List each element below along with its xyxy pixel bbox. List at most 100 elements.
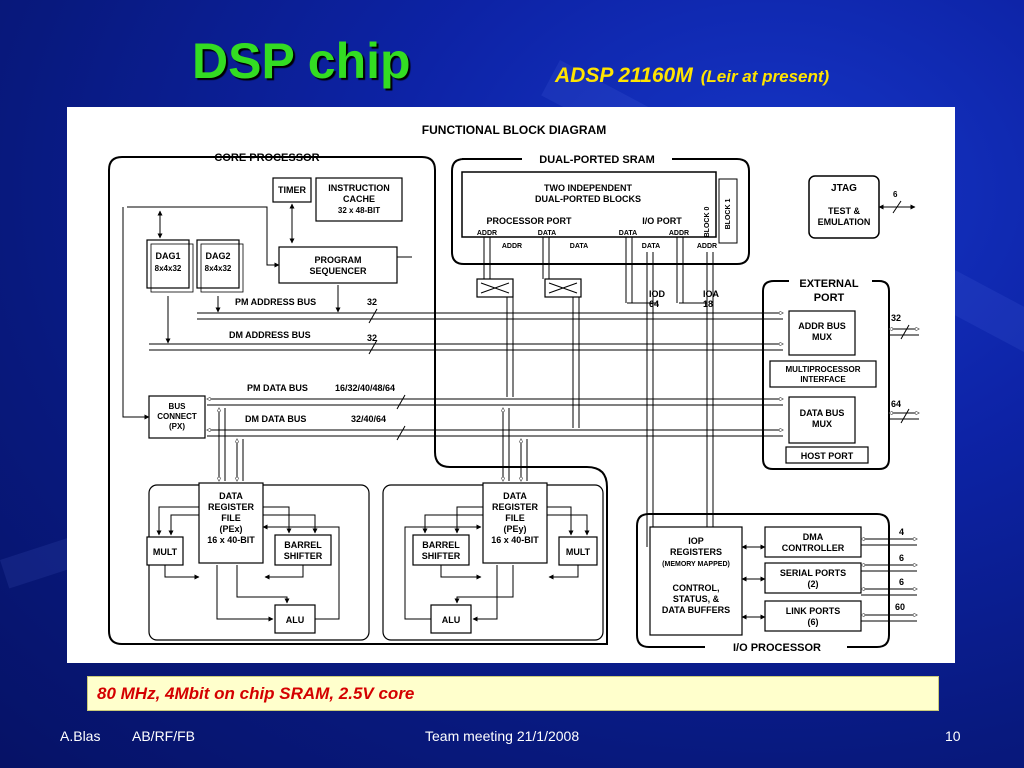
addr-bus-mux-line-2: MUX [812,332,832,342]
pey-alu-label: ALU [442,615,461,625]
instruction-cache-line-1: INSTRUCTION [328,183,390,193]
dm-data-width: 32/40/64 [351,414,386,424]
bus-connect-line-2: CONNECT [157,412,197,421]
sram-outer-port-2: DATA [570,243,588,250]
iop-line-7: DATA BUFFERS [662,605,730,615]
dag1-block [146,239,190,289]
serial-line-1: SERIAL PORTS [780,568,846,578]
host-port [785,446,869,464]
iod-label: IOD [649,289,666,299]
instruction-cache-line-3: 32 x 48-BIT [338,206,380,215]
pex-barrel-shifter [274,534,332,566]
sram-label: DUAL-PORTED SRAM [539,154,655,166]
io-port-label: I/O PORT [642,216,682,226]
pex-register-file [198,482,264,564]
multiprocessor-interface [769,360,877,388]
pey-barrel-line-2: SHIFTER [422,551,461,561]
timer-block [272,177,312,203]
dag1-label: DAG1 [155,251,180,261]
timer-label: TIMER [278,185,306,195]
footer-author: A.Blas [60,728,101,744]
block-0-label: BLOCK 0 [704,207,711,238]
iod-width: 64 [649,299,659,309]
footer-group: AB/RF/FB [132,728,196,744]
core-processor-label: CORE PROCESSOR [214,152,319,164]
link-line-1: LINK PORTS [786,606,841,616]
host-port-label: HOST PORT [801,451,854,461]
bus-connect-line-1: BUS [169,402,187,411]
pm-data-width: 16/32/40/48/64 [335,383,395,393]
instruction-cache-block [315,177,403,222]
dm-data-bus-label: DM DATA BUS [245,414,306,424]
pm-address-width: 32 [367,297,377,307]
page-number: 10 [945,728,961,744]
dma-controller [764,526,862,558]
sram-region [451,158,750,265]
link-line-2: (6) [808,617,819,627]
pey-drf-line-5: 16 x 40-BIT [491,535,539,545]
footer-event: Team meeting 21/1/2008 [425,728,580,744]
data-bus-mux-line-2: MUX [812,419,832,429]
dag1-size: 8x4x32 [155,264,182,273]
sram-blocks-line-2: DUAL-PORTED BLOCKS [535,194,641,204]
dag2-label: DAG2 [205,251,230,261]
io-processor-region [636,513,890,648]
slide-title: DSP chip [192,33,411,89]
bus-connect-line-3: (PX) [169,422,185,431]
external-port-label-1: EXTERNAL [799,278,859,290]
processor-port-label: PROCESSOR PORT [486,216,572,226]
sram-inner-port-4: ADDR [669,230,689,237]
sram-block-1 [718,178,738,244]
program-sequencer-line-2: SEQUENCER [309,266,367,276]
sram-outer-port-3: DATA [642,243,660,250]
instruction-cache-line-2: CACHE [343,194,375,204]
program-sequencer-line-1: PROGRAM [315,255,362,265]
sram-blocks [461,171,717,238]
jtag-line-1: TEST & [828,206,861,216]
chip-note: (Leir at present) [700,67,830,86]
external-port-label-2: PORT [814,292,845,304]
pex-alu [274,604,316,634]
iop-line-2: REGISTERS [670,547,722,557]
pex-alu-label: ALU [286,615,305,625]
program-sequencer-block [278,246,398,284]
block-1-label: BLOCK 1 [725,199,732,230]
pex-drf-line-2: REGISTER [208,502,255,512]
chip-model: ADSP 21160M [555,64,693,87]
mp-interface-line-2: INTERFACE [800,375,846,384]
bus-connect-block [148,395,206,439]
link-pins-2: 60 [895,602,905,612]
pey-drf-line-3: FILE [505,513,525,523]
pey-barrel-line-1: BARREL [422,540,460,550]
pm-address-bus-label: PM ADDRESS BUS [235,297,316,307]
block-diagram: FUNCTIONAL BLOCK DIAGRAM CORE PROCESSOR … [108,123,955,654]
dma-line-1: DMA [803,532,824,542]
addr-bus-mux-line-1: ADDR BUS [798,321,846,331]
pey-mult [558,536,598,566]
dma-pins: 4 [899,527,904,537]
serial-ports [764,562,862,594]
iop-line-1: IOP [688,536,704,546]
pex-drf-line-1: DATA [219,491,243,501]
pey-register-file [482,482,548,564]
data-bus-mux [788,396,856,444]
pm-data-bus-label: PM DATA BUS [247,383,308,393]
data-bus-width: 64 [891,399,901,409]
iop-line-5: CONTROL, [673,583,720,593]
io-processor-label: I/O PROCESSOR [733,642,821,654]
ioa-label: IOA [703,289,720,299]
dag2-block [196,239,240,289]
crossbar-switches [476,278,582,298]
sram-outer-port-1: ADDR [502,243,522,250]
sram-inner-port-2: DATA [538,230,556,237]
info-text: 80 MHz, 4Mbit on chip SRAM, 2.5V core [97,684,415,703]
sram-blocks-line-1: TWO INDEPENDENT [544,183,633,193]
core-processor-region [108,156,608,645]
sram-inner-port-3: DATA [619,230,637,237]
info-box: 80 MHz, 4Mbit on chip SRAM, 2.5V core [87,676,939,711]
pex-barrel-line-2: SHIFTER [284,551,323,561]
link-pins-1: 6 [899,577,904,587]
pex-drf-line-3: FILE [221,513,241,523]
dma-line-2: CONTROLLER [782,543,845,553]
addr-bus-width: 32 [891,313,901,323]
